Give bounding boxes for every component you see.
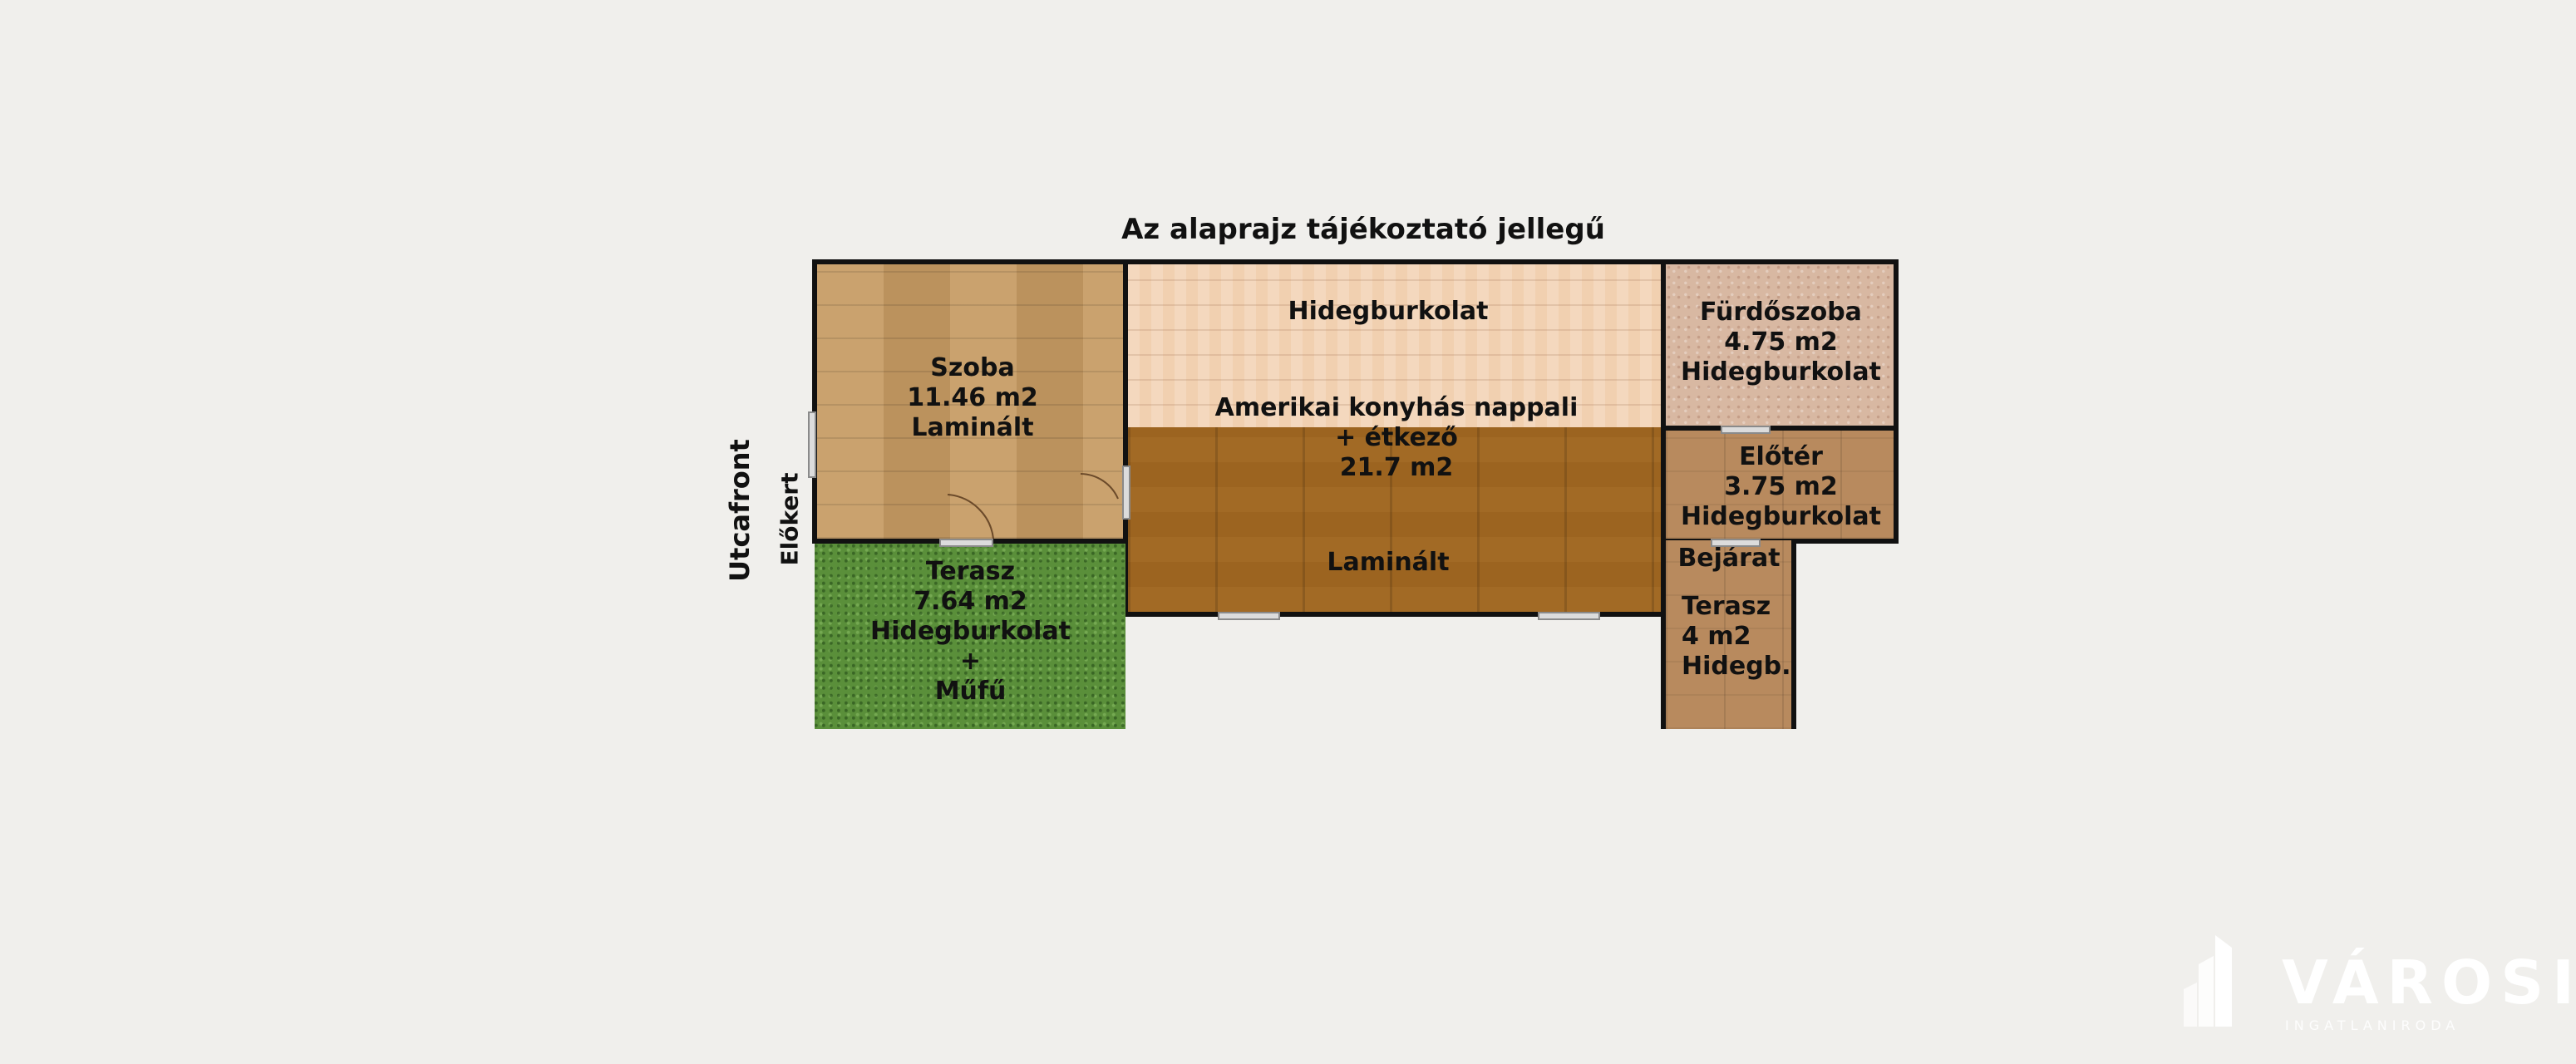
terasz-left-area: 7.64 m2 xyxy=(914,587,1027,616)
nappali-name: Amerikai konyhás nappali xyxy=(1214,393,1579,422)
furdo-label: Fürdőszoba 4.75 m2 Hidegburkolat xyxy=(1667,298,1895,387)
window-szoba-left xyxy=(808,411,816,478)
door-szoba-terasz xyxy=(939,539,993,547)
furdo-area: 4.75 m2 xyxy=(1724,328,1838,357)
furdo-name: Fürdőszoba xyxy=(1700,298,1862,327)
room-terasz-right xyxy=(1661,540,1796,729)
logo-subtitle: INGATLANIRODA xyxy=(2285,1017,2460,1033)
furdo-floor: Hidegburkolat xyxy=(1681,357,1881,387)
terasz-left-label: Terasz 7.64 m2 Hidegburkolat + Műfű xyxy=(823,557,1118,707)
nappali-floor-top: Hidegburkolat xyxy=(1288,297,1489,326)
eloter-label: Előtér 3.75 m2 Hidegburkolat xyxy=(1667,442,1895,532)
eloter-area: 3.75 m2 xyxy=(1724,472,1838,501)
room-nappali-laminate xyxy=(1123,427,1667,617)
building-logo-icon xyxy=(2184,935,2232,1027)
nappali-name2: + étkező xyxy=(1335,423,1458,452)
logo-text: VÁROSI xyxy=(2282,948,2576,1017)
nappali-floor-bottom: Laminált xyxy=(1327,548,1450,577)
window-nappali-1 xyxy=(1218,612,1280,620)
terasz-left-name: Terasz xyxy=(925,557,1016,586)
terasz-right-floor: Hidegb. xyxy=(1682,652,1791,681)
eloter-name: Előtér xyxy=(1739,442,1823,471)
door-swing-szoba2-icon xyxy=(1080,473,1119,500)
szoba-area: 11.46 m2 xyxy=(907,383,1038,412)
bejarat-label: Bejárat xyxy=(1677,544,1781,573)
terasz-left-extra: Műfű xyxy=(934,677,1007,706)
szoba-name: Szoba xyxy=(930,353,1015,382)
room-terasz-left xyxy=(815,544,1125,729)
window-szoba-right xyxy=(1122,466,1130,520)
door-swing-szoba-icon xyxy=(947,494,994,539)
room-nappali-tile xyxy=(1123,259,1667,431)
plan-title: Az alaprajz tájékoztató jellegű xyxy=(1121,213,1605,246)
terasz-right-area: 4 m2 xyxy=(1682,622,1751,651)
szoba-label: Szoba 11.46 m2 Laminált xyxy=(840,353,1106,443)
door-furdo xyxy=(1721,426,1771,434)
terasz-right-label: Terasz 4 m2 Hidegb. xyxy=(1667,592,1791,682)
room-eloter xyxy=(1661,426,1899,544)
terasz-left-floor: Hidegburkolat xyxy=(870,617,1071,646)
nappali-area: 21.7 m2 xyxy=(1339,453,1454,482)
room-szoba xyxy=(812,259,1128,544)
szoba-floor: Laminált xyxy=(911,413,1034,442)
window-nappali-2 xyxy=(1538,612,1600,620)
terasz-right-name: Terasz xyxy=(1682,592,1771,621)
room-furdo xyxy=(1661,259,1899,431)
door-bejarat xyxy=(1711,539,1761,547)
terasz-left-plus: + xyxy=(959,647,982,676)
eloter-floor: Hidegburkolat xyxy=(1681,502,1881,531)
nappali-label: Amerikai konyhás nappali + étkező 21.7 m… xyxy=(1155,393,1638,483)
